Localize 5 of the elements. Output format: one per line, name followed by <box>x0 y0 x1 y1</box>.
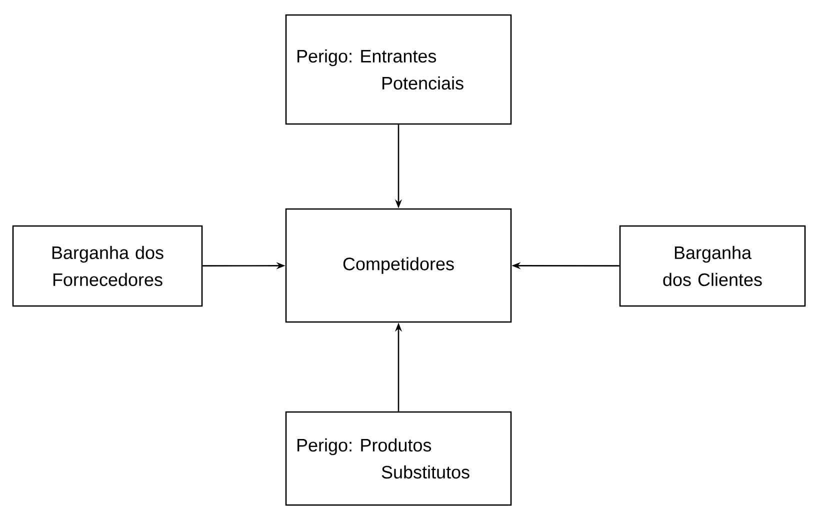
threat-box: Perigo: Produtos Substitutos <box>285 411 512 506</box>
threat-box: Perigo: Entrantes Potenciais <box>285 14 512 125</box>
force-box: Competidores <box>285 208 512 323</box>
force-box: Barganha dos Clientes <box>619 225 806 307</box>
force-box: Barganha dos Fornecedores <box>12 225 203 307</box>
